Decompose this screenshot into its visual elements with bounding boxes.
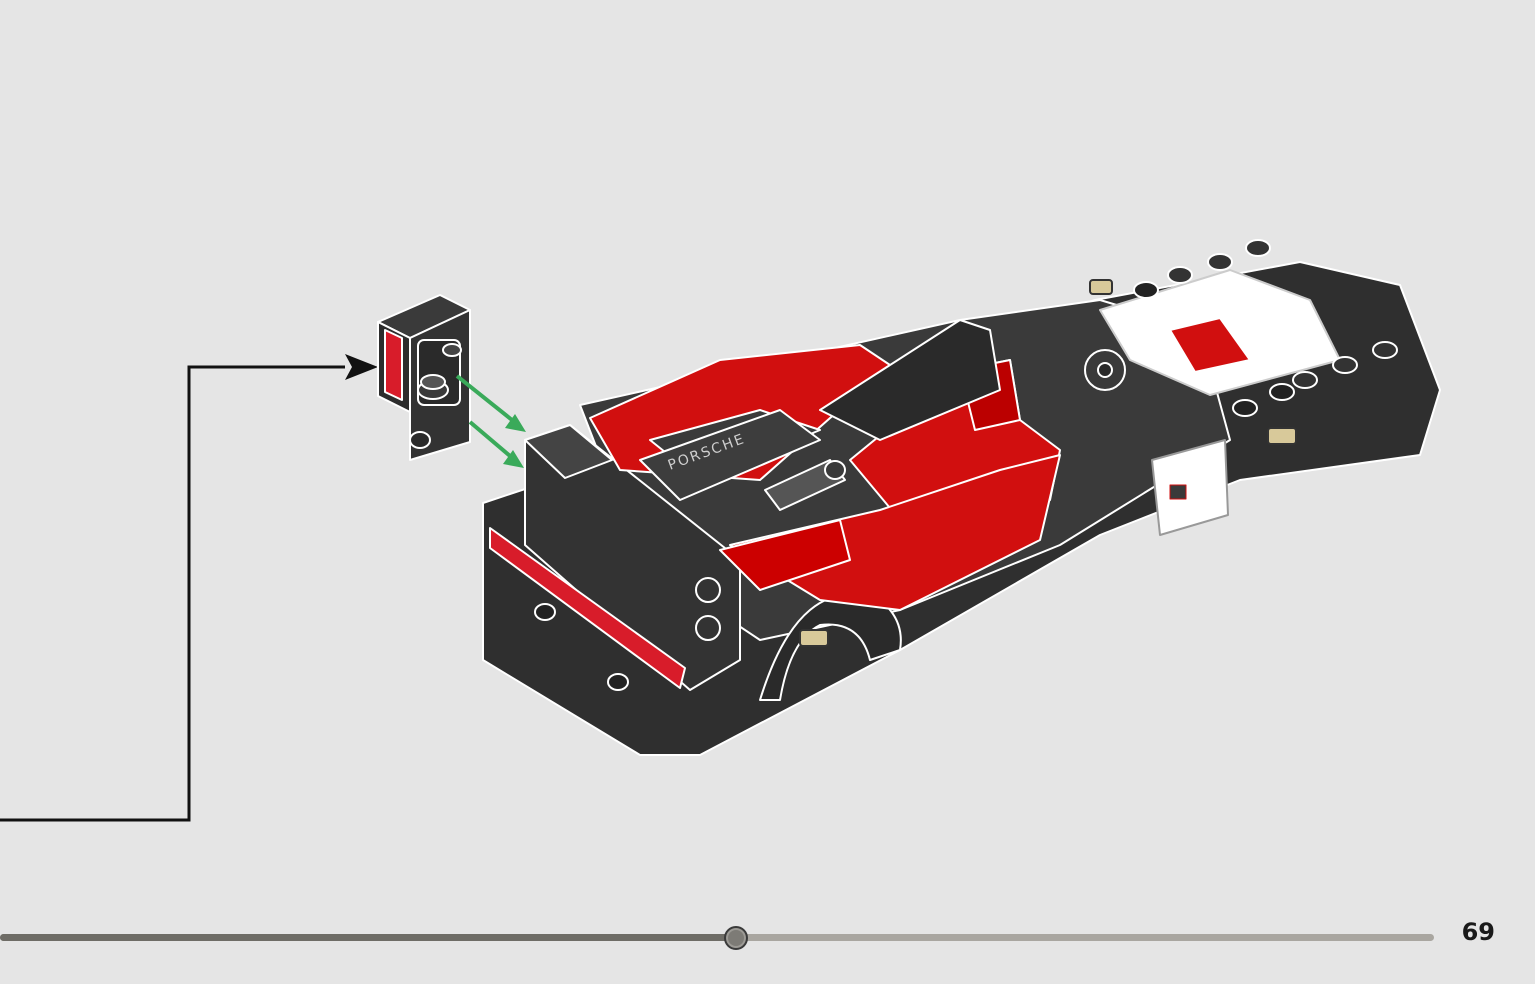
car-model: PORSCHE: [482, 239, 1441, 756]
page-number: 69: [1461, 918, 1495, 946]
progress-knob: [724, 926, 748, 950]
progress-bar: [0, 920, 1440, 954]
progress-fill: [0, 934, 736, 941]
green-attach-arrow-icon: [455, 374, 526, 468]
sub-assembly-part: [377, 294, 471, 461]
callout-arrow-icon: [0, 354, 378, 822]
